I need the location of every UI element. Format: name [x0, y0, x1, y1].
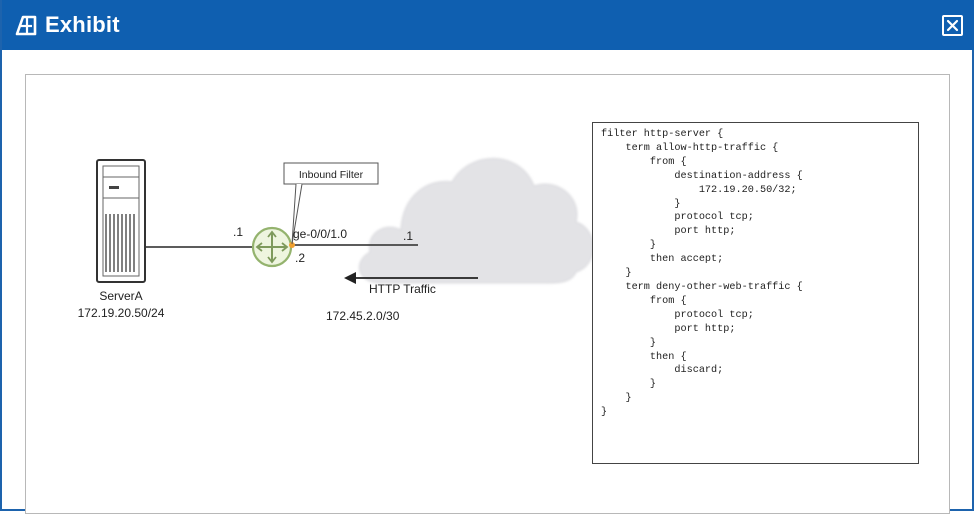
filter-callout-label: Inbound Filter — [299, 169, 364, 181]
close-icon — [946, 19, 959, 32]
title-bar: Exhibit — [2, 0, 974, 50]
network-label: 172.45.2.0/30 — [326, 309, 400, 323]
router-interface: ge-0/0/1.0 — [293, 227, 347, 241]
filter-callout-pointer — [291, 183, 303, 245]
server-name: ServerA — [99, 289, 142, 303]
server-address: 172.19.20.50/24 — [78, 306, 165, 320]
filter-config-box: filter http-server { term allow-http-tra… — [592, 122, 919, 464]
traffic-arrowhead — [344, 272, 356, 284]
router-left-ip: .1 — [233, 225, 243, 239]
cloud-ip: .1 — [403, 229, 413, 243]
filter-config-code: filter http-server { term allow-http-tra… — [601, 129, 803, 419]
router-icon — [251, 226, 293, 268]
traffic-label: HTTP Traffic — [369, 282, 436, 296]
server-icon — [96, 159, 146, 283]
close-button[interactable] — [942, 15, 963, 36]
cloud-icon — [359, 158, 594, 284]
filter-callout-box — [283, 162, 379, 185]
router-bottom-ip: .2 — [295, 251, 305, 265]
window-title: Exhibit — [45, 12, 120, 37]
exhibit-logo-icon — [15, 15, 37, 36]
filter-point-marker — [289, 242, 295, 248]
